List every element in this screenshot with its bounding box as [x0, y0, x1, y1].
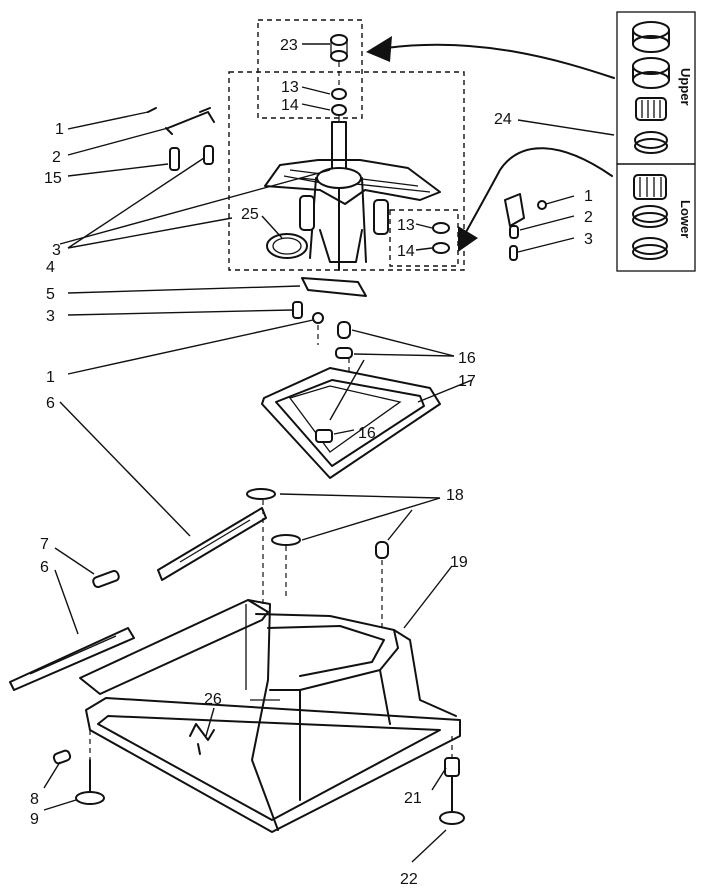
spring-15 [169, 147, 180, 171]
bearing-13-top [331, 88, 347, 100]
bearing-13-side [432, 222, 450, 234]
kit-upper-label: Upper [678, 68, 693, 106]
arrow-lower-head [458, 226, 478, 252]
kit-lower-box [616, 163, 696, 272]
callout-21: 21 [404, 790, 422, 807]
kit-lower-label: Lower [678, 200, 693, 238]
bracket-right [504, 193, 525, 227]
callout-5: 5 [46, 286, 55, 303]
nut-8 [52, 749, 72, 765]
callout-16-platform: 16 [358, 425, 376, 442]
callout-3-left: 3 [52, 242, 61, 259]
callout-19: 19 [450, 554, 468, 571]
arrow-upper-head [366, 36, 392, 62]
bumper-16-a [337, 321, 351, 339]
hook-26 [189, 723, 215, 755]
bearing-14-top [331, 104, 347, 116]
callout-1-mid: 1 [46, 369, 55, 386]
spring-3-left [203, 145, 214, 165]
callout-6-lower: 6 [40, 559, 49, 576]
callout-15: 15 [44, 170, 62, 187]
assembly-lines [89, 62, 453, 760]
bearing-23 [330, 34, 348, 62]
foot-22 [439, 811, 465, 825]
arrow-lower [465, 147, 613, 233]
callout-3-right: 3 [584, 231, 593, 248]
callout-23: 23 [280, 37, 298, 54]
bolt-1-left [147, 107, 157, 113]
leader-lines [43, 43, 615, 863]
bumper-16-c [315, 429, 333, 443]
callout-25: 25 [241, 206, 259, 223]
pad-18-c [375, 541, 389, 559]
bracket-2-left [165, 107, 215, 135]
base-frame-19 [79, 599, 461, 833]
spring-3-right [509, 245, 518, 261]
bumper-16-b [335, 347, 353, 359]
callout-13-side: 13 [397, 217, 415, 234]
callout-2-right: 2 [584, 209, 593, 226]
gearcase-group-box [228, 71, 465, 271]
bearing-group-box-side [389, 209, 459, 267]
callout-14-top: 14 [281, 97, 299, 114]
callout-14-side: 14 [397, 243, 415, 260]
pad-18-b [271, 534, 301, 546]
callout-17: 17 [458, 373, 476, 390]
callout-3-mid: 3 [46, 308, 55, 325]
callout-22: 22 [400, 871, 418, 888]
callout-18: 18 [446, 487, 464, 504]
bolt-1-mid [312, 312, 324, 324]
rail-6-upper [157, 507, 267, 581]
callout-8: 8 [30, 791, 39, 808]
callout-26: 26 [204, 691, 222, 708]
callout-16-top: 16 [458, 350, 476, 367]
bearing-kit: Upper Lower [616, 11, 696, 272]
callout-24: 24 [494, 111, 512, 128]
bracket-5 [301, 277, 367, 297]
callout-6-upper: 6 [46, 395, 55, 412]
foot-9 [75, 791, 105, 805]
spring-3-mid [292, 301, 303, 319]
callout-9: 9 [30, 811, 39, 828]
bearing-group-box-top [257, 19, 363, 119]
callout-1-top: 1 [55, 121, 64, 138]
callout-2-top: 2 [52, 149, 61, 166]
gearcase-assembly [264, 121, 441, 271]
clip-2-right [509, 225, 519, 239]
callout-7: 7 [40, 536, 49, 553]
callout-13-top: 13 [281, 79, 299, 96]
nut-21 [444, 757, 460, 777]
rail-6-lower [9, 627, 135, 691]
arrow-upper [385, 43, 615, 79]
seal-25 [266, 233, 308, 259]
platform-17 [261, 367, 441, 479]
clip-7 [92, 569, 120, 589]
callout-1-right: 1 [584, 188, 593, 205]
bearing-14-side [432, 242, 450, 254]
callout-4: 4 [46, 259, 55, 276]
pad-18-a [246, 488, 276, 500]
bolt-1-right [537, 200, 547, 210]
